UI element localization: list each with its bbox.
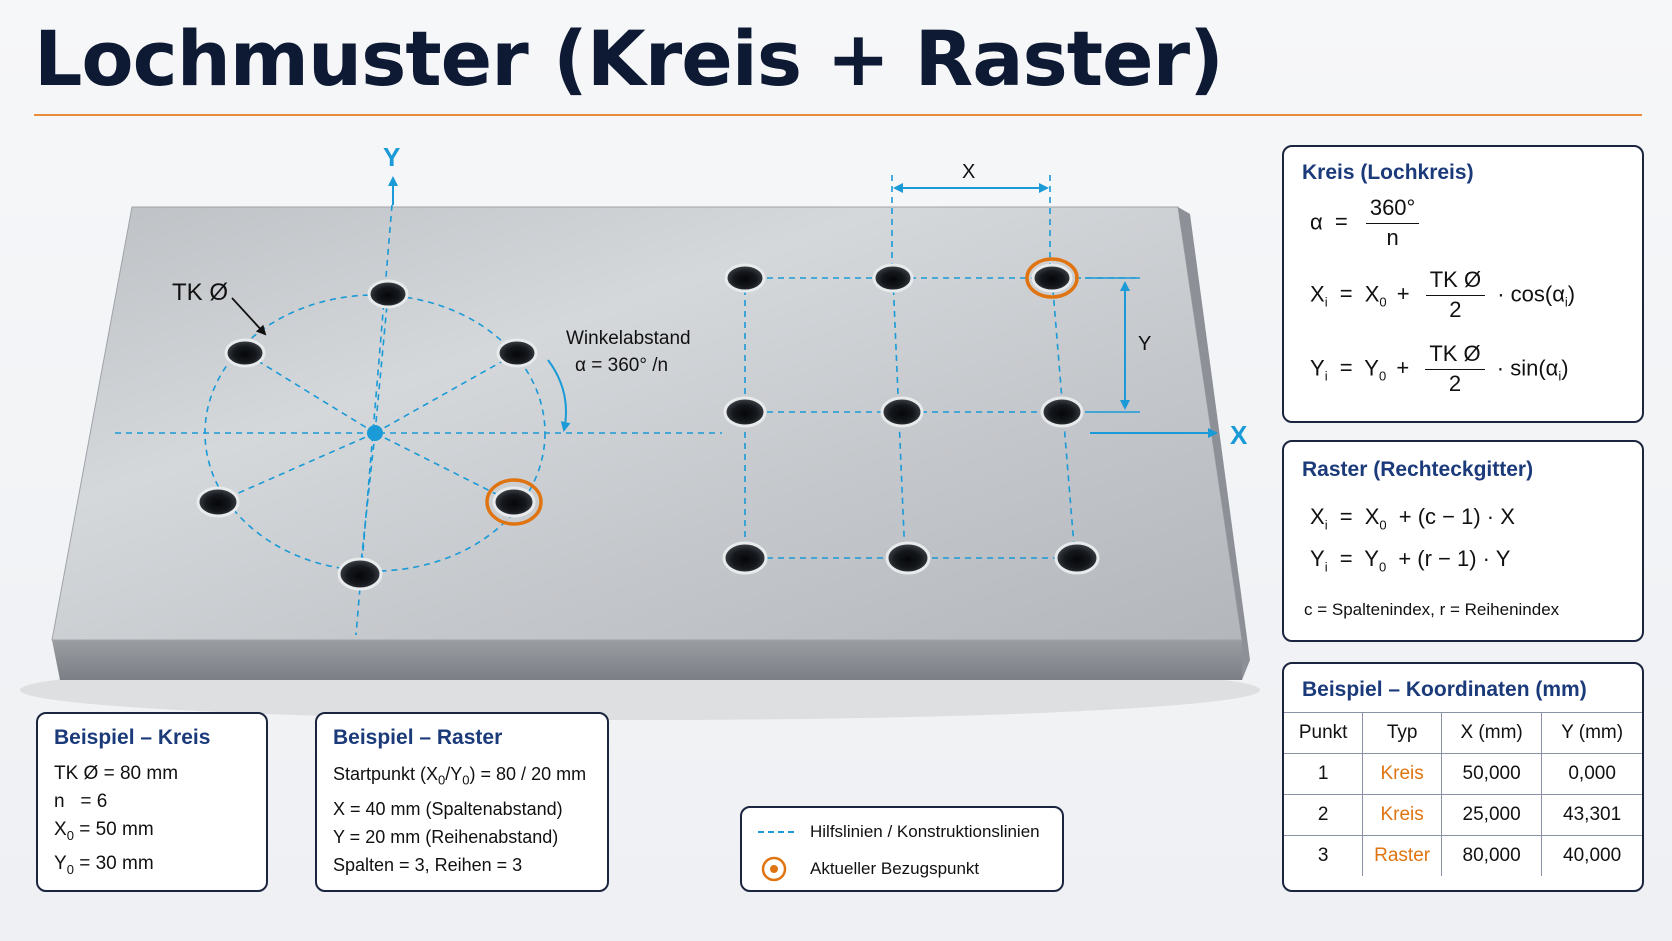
- hole: [492, 486, 536, 518]
- angle-label-line1: Winkelabstand: [566, 328, 691, 349]
- dim-y-label: Y: [1138, 333, 1151, 355]
- hole: [196, 486, 240, 518]
- example-raster-title: Beispiel – Raster: [333, 726, 503, 749]
- table-cell: 50,000: [1440, 753, 1543, 795]
- plate-right-edge: [1178, 207, 1250, 680]
- example-kreis-x0: X0 = 50 mm: [54, 819, 154, 843]
- raster-formula-box: Raster (Rechteckgitter) Xi = X0 + (c − 1…: [1282, 440, 1644, 642]
- hole: [722, 541, 768, 575]
- hole: [496, 338, 538, 368]
- dim-x-label: X: [962, 161, 975, 183]
- angle-arc: [547, 359, 571, 432]
- grid-index-note: c = Spaltenindex, r = Reihenindex: [1304, 600, 1560, 619]
- tk-leader: [231, 297, 267, 336]
- example-raster-box: Beispiel – Raster Startpunkt (X0/Y0) = 8…: [315, 712, 609, 892]
- table-cell: Kreis: [1362, 794, 1442, 836]
- coords-table-title: Beispiel – Koordinaten (mm): [1302, 678, 1587, 701]
- hole: [224, 338, 266, 368]
- title-underline: [34, 114, 1642, 116]
- table-header-cell: Typ: [1362, 712, 1442, 754]
- table-cell: 3: [1284, 835, 1364, 876]
- hole: [367, 279, 409, 309]
- example-kreis-title: Beispiel – Kreis: [54, 726, 211, 749]
- table-cell: 80,000: [1440, 835, 1543, 876]
- hole: [1040, 396, 1084, 428]
- grid-holes: [722, 263, 1100, 575]
- y-axis-label: Y: [383, 142, 400, 172]
- circle-holes: [196, 279, 538, 591]
- hole: [872, 263, 914, 293]
- x-axis-label: X: [1230, 420, 1248, 450]
- table-cell: 0,000: [1541, 753, 1642, 795]
- example-raster-start: Startpunkt (X0/Y0) = 80 / 20 mm: [333, 764, 587, 788]
- example-raster-x: X = 40 mm (Spaltenabstand): [333, 798, 563, 819]
- table-cell: Kreis: [1362, 753, 1442, 795]
- table-cell: 25,000: [1440, 794, 1543, 836]
- reference-point-icon: [761, 856, 787, 882]
- dashed-line-icon: [758, 831, 798, 833]
- example-kreis-tk: TK Ø = 80 mm: [54, 763, 179, 784]
- table-row: 3 Raster 80,000 40,000: [1284, 835, 1642, 876]
- coordinates-table-box: Beispiel – Koordinaten (mm) Punkt Typ X …: [1282, 662, 1644, 892]
- raster-box-title: Raster (Rechteckgitter): [1302, 458, 1534, 481]
- example-kreis-y0: Y0 = 30 mm: [54, 852, 154, 877]
- example-kreis-box: Beispiel – Kreis TK Ø = 80 mm n = 6 X0 =…: [36, 712, 268, 892]
- hole: [1031, 263, 1073, 293]
- table-row: 1 Kreis 50,000 0,000: [1284, 753, 1642, 795]
- table-cell: 43,301: [1541, 794, 1642, 836]
- example-kreis-n: n = 6: [54, 791, 108, 812]
- reference-point-ring: [1025, 257, 1079, 299]
- legend-box: Hilfslinien / Konstruktionslinien Aktuel…: [740, 806, 1064, 892]
- kreis-formula-box: Kreis (Lochkreis) α = 360°n Xi = X0 + TK…: [1282, 145, 1644, 423]
- hole: [1054, 541, 1100, 575]
- table-cell: 2: [1284, 794, 1364, 836]
- hole: [880, 396, 924, 428]
- angle-label-line2: α = 360° /n: [575, 355, 668, 376]
- plate-front-edge: [52, 640, 1242, 680]
- tk-diameter-label: TK Ø: [172, 279, 228, 306]
- reference-point-ring: [485, 478, 543, 526]
- yi-grid-formula: Yi = Y0 + (r − 1) · Y: [1310, 546, 1511, 575]
- hole: [885, 541, 931, 575]
- hole: [723, 396, 767, 428]
- table-header-cell: Punkt: [1284, 712, 1364, 754]
- kreis-box-title: Kreis (Lochkreis): [1302, 161, 1474, 184]
- hole: [337, 557, 383, 591]
- legend-item-construction: Hilfslinien / Konstruktionslinien: [758, 822, 1040, 842]
- table-row: 2 Kreis 25,000 43,301: [1284, 794, 1642, 836]
- table-header-row: Punkt Typ X (mm) Y (mm): [1284, 712, 1642, 754]
- xi-grid-formula: Xi = X0 + (c − 1) · X: [1310, 504, 1515, 533]
- example-raster-y: Y = 20 mm (Reihenabstand): [333, 826, 559, 847]
- coordinates-table: Punkt Typ X (mm) Y (mm) 1 Kreis 50,000 0…: [1284, 712, 1642, 876]
- example-raster-counts: Spalten = 3, Reihen = 3: [333, 854, 523, 875]
- table-header-cell: X (mm): [1440, 712, 1543, 754]
- legend-item-reference: Aktueller Bezugspunkt: [758, 856, 979, 882]
- table-cell: 40,000: [1541, 835, 1642, 876]
- alpha-formula: α = 360°n: [1310, 195, 1425, 252]
- circle-center-point: [367, 425, 383, 441]
- table-cell: 1: [1284, 753, 1364, 795]
- table-cell: Raster: [1362, 835, 1442, 876]
- hole: [724, 263, 766, 293]
- table-header-cell: Y (mm): [1541, 712, 1642, 754]
- page-title: Lochmuster (Kreis + Raster): [34, 14, 1224, 103]
